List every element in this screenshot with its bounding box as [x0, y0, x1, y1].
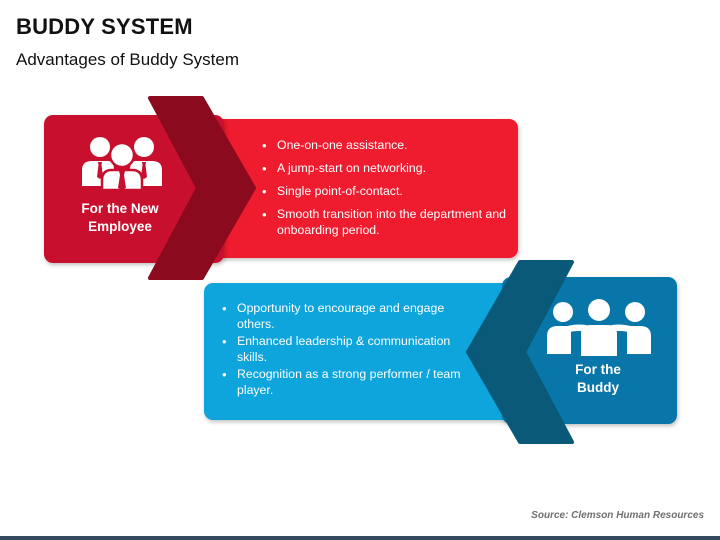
footer-bar — [0, 536, 720, 540]
employee-benefits-list: One-on-one assistance. A jump-start on n… — [260, 138, 510, 246]
page-subtitle: Advantages of Buddy System — [16, 50, 240, 69]
source-citation: Source: Clemson Human Resources — [531, 510, 704, 521]
list-item: Opportunity to encourage and engage othe… — [220, 301, 472, 332]
buddy-label-line-2: Buddy — [577, 380, 619, 395]
buddy-benefits-list: Opportunity to encourage and engage othe… — [220, 301, 472, 400]
buddy-label: For the Buddy — [540, 361, 656, 397]
list-item: Smooth transition into the department an… — [260, 207, 510, 238]
employee-label: For the New Employee — [56, 200, 184, 236]
list-item: One-on-one assistance. — [260, 138, 510, 154]
list-item: Single point-of-contact. — [260, 184, 510, 200]
group-of-employees-icon — [82, 137, 162, 190]
buddy-chevron-arrow — [466, 260, 574, 444]
buddies-embracing-icon — [547, 299, 651, 356]
page-title: BUDDY SYSTEM — [16, 14, 193, 39]
list-item: Enhanced leadership & communication skil… — [220, 334, 472, 365]
employee-label-line-2: Employee — [88, 219, 152, 234]
employee-chevron-arrow — [148, 96, 256, 280]
employee-label-line-1: For the New — [81, 201, 159, 216]
buddy-label-line-1: For the — [575, 362, 621, 377]
list-item: A jump-start on networking. — [260, 161, 510, 177]
list-item: Recognition as a strong performer / team… — [220, 367, 472, 398]
